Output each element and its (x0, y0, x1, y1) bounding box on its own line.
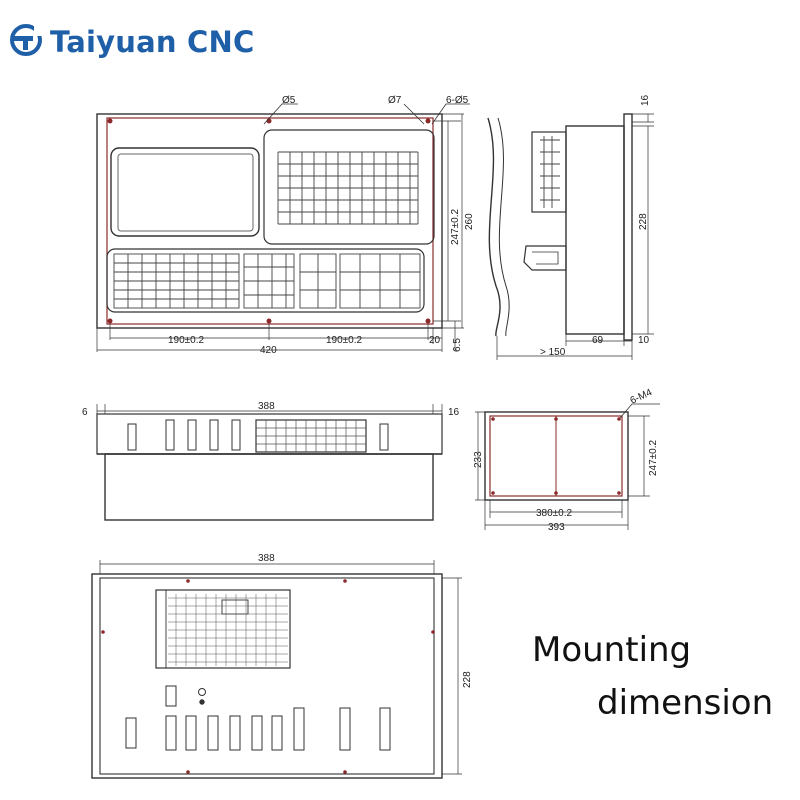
dim-hole-top: Ø5 (282, 95, 296, 106)
dim-side-top-16: 16 (640, 94, 651, 106)
caption-line-2: dimension (597, 683, 774, 723)
brand-name: Taiyuan CNC (50, 25, 255, 59)
dim-top-left-6: 6 (82, 407, 88, 418)
dim-top-right-16: 16 (448, 407, 460, 418)
dim-top-w-388: 388 (258, 401, 275, 412)
dim-side-d-10: 10 (638, 335, 650, 346)
dim-w-190-left: 190±0.2 (168, 335, 205, 346)
dim-w-420: 420 (260, 345, 277, 356)
dim-hole-7: Ø7 (388, 95, 402, 106)
dim-w-190-right: 190±0.2 (326, 335, 363, 346)
top-view (96, 404, 443, 521)
dim-h-260: 260 (464, 213, 475, 230)
dimension-labels: Ø5 Ø7 6-Ø5 247±0.2 260 190±0.2 190±0.2 4… (82, 94, 659, 688)
dim-h-6-5: 6.5 (452, 338, 463, 352)
dim-cutout-h-233: 233 (473, 451, 484, 468)
dim-side-h-228: 228 (638, 213, 649, 230)
dim-rear-w-388: 388 (258, 553, 275, 564)
rear-view (91, 560, 462, 779)
side-view (487, 113, 654, 360)
keypad-grid (277, 151, 419, 225)
dim-w-20: 20 (429, 335, 441, 346)
dim-h-247: 247±0.2 (450, 208, 461, 245)
dim-side-d-69: 69 (592, 335, 604, 346)
front-view (96, 103, 470, 352)
dim-cutout-w-393: 393 (548, 522, 565, 533)
dim-rear-h-228: 228 (462, 671, 473, 688)
cutout-view (475, 403, 660, 530)
caption-line-1: Mounting (532, 630, 692, 670)
dim-cutout-h-247: 247±0.2 (648, 439, 659, 476)
brand-logo: Taiyuan CNC (8, 20, 254, 64)
ty-logo-icon (8, 21, 46, 63)
dim-cutout-w-380: 380±0.2 (536, 508, 573, 519)
dim-side-d-150: > 150 (540, 347, 566, 358)
dim-holes-6: 6-Ø5 (446, 95, 469, 106)
